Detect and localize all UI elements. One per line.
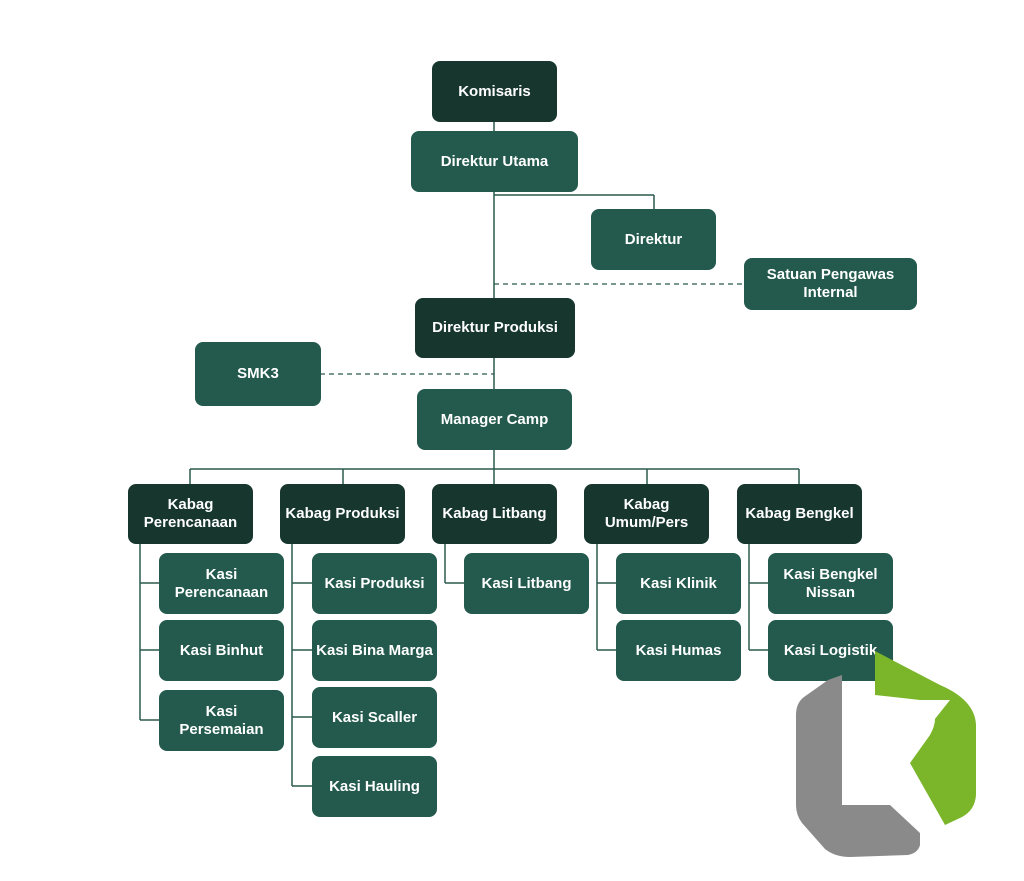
box-satuan-pengawas-internal: Satuan Pengawas Internal [744,258,917,310]
box-kasi-bengkel-nissan: Kasi Bengkel Nissan [768,553,893,614]
label-komisaris: Komisaris [458,82,531,100]
label-kasi-persemaian: Kasi Persemaian [179,702,264,738]
label-direktur: Direktur [624,230,683,248]
label-kabag-umum-pers: Kabag Umum/Pers [604,496,689,531]
box-kasi-litbang: Kasi Litbang [464,553,589,614]
box-direktur-produksi: Direktur Produksi [415,298,575,358]
box-smk3: SMK3 [195,342,321,406]
box-direktur-utama: Direktur Utama [411,131,578,192]
label-kasi-binhut: Kasi Binhut [179,641,264,659]
box-kasi-persemaian: Kasi Persemaian [159,690,284,751]
label-kasi-logistik: Kasi Logistik [783,641,878,659]
label-kasi-hauling: Kasi Hauling [329,777,420,795]
label-kasi-bengkel-nissan: Kasi Bengkel Nissan [783,565,878,601]
label-manager-camp: Manager Camp [440,410,549,428]
box-kabag-perencanaan: Kabag Perencanaan [128,484,253,544]
box-kasi-binhut: Kasi Binhut [159,620,284,681]
label-satuan-pengawas-internal: Satuan Pengawas Internal [766,266,895,301]
label-kabag-litbang: Kabag Litbang [442,505,547,522]
label-kasi-klinik: Kasi Klinik [640,574,717,592]
box-manager-camp: Manager Camp [417,389,572,450]
box-kabag-produksi: Kabag Produksi [280,484,405,544]
box-kabag-umum-pers: Kabag Umum/Pers [584,484,709,544]
label-kasi-litbang: Kasi Litbang [481,574,572,592]
box-kasi-produksi: Kasi Produksi [312,553,437,614]
label-kabag-bengkel: Kabag Bengkel [745,505,854,522]
label-kasi-bina-marga: Kasi Bina Marga [316,641,433,659]
box-komisaris: Komisaris [432,61,557,122]
box-kasi-bina-marga: Kasi Bina Marga [312,620,437,681]
label-kabag-perencanaan: Kabag Perencanaan [143,496,238,531]
box-kasi-humas: Kasi Humas [616,620,741,681]
box-kasi-logistik: Kasi Logistik [768,620,893,681]
label-kasi-scaller: Kasi Scaller [331,708,418,726]
box-kabag-litbang: Kabag Litbang [432,484,557,544]
box-kasi-klinik: Kasi Klinik [616,553,741,614]
k-hexagon-logo-icon [796,651,976,857]
box-direktur: Direktur [591,209,716,270]
box-kabag-bengkel: Kabag Bengkel [737,484,862,544]
label-direktur-utama: Direktur Utama [440,152,549,170]
label-direktur-produksi: Direktur Produksi [432,319,558,336]
label-smk3: SMK3 [237,365,279,382]
box-kasi-hauling: Kasi Hauling [312,756,437,817]
label-kabag-produksi: Kabag Produksi [285,505,400,522]
label-kasi-perencanaan: Kasi Perencanaan [174,565,269,601]
label-kasi-humas: Kasi Humas [635,641,722,659]
box-kasi-scaller: Kasi Scaller [312,687,437,748]
box-kasi-perencanaan: Kasi Perencanaan [159,553,284,614]
label-kasi-produksi: Kasi Produksi [324,574,425,592]
